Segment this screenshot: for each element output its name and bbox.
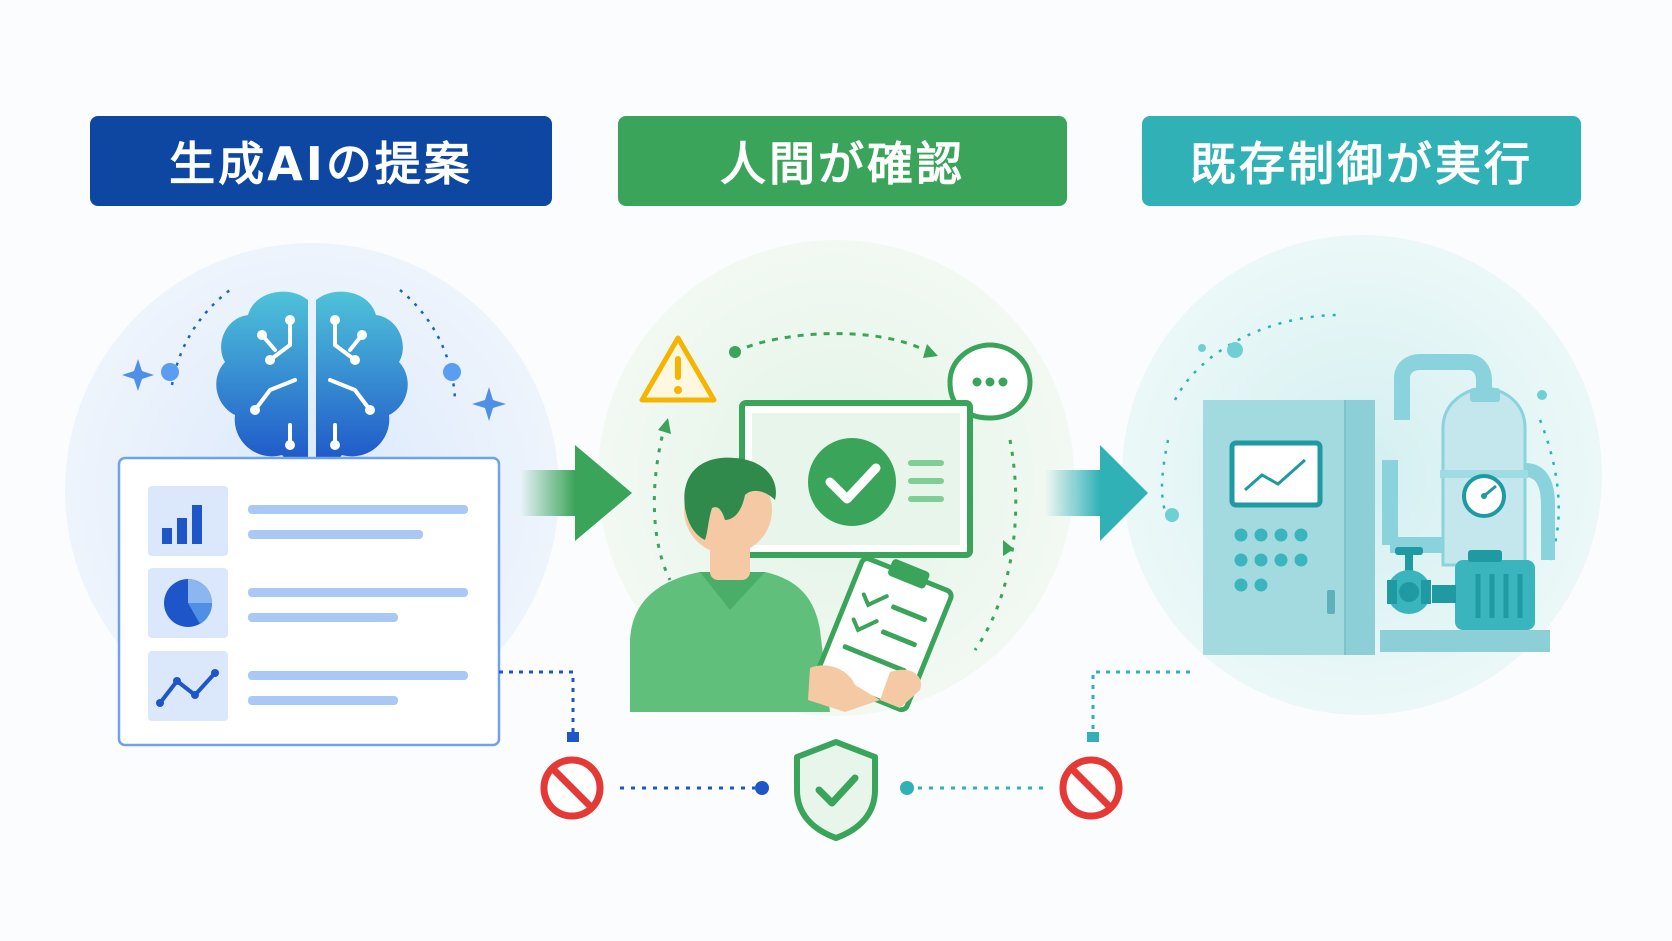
link-dot xyxy=(900,781,914,795)
warning-icon xyxy=(639,335,717,403)
link-dot xyxy=(755,781,769,795)
bar-chart-icon xyxy=(162,505,202,544)
brain-circuit-icon xyxy=(216,291,408,466)
flow-arrow-1 xyxy=(520,445,632,541)
control-panel-icon xyxy=(1203,400,1375,655)
clipboard-checklist-icon xyxy=(808,556,954,713)
stage-label-control-execution: 既存制御が実行 xyxy=(1142,116,1581,206)
orbit-dot xyxy=(1165,508,1179,522)
review-cycle-arc-right xyxy=(973,439,1018,651)
connector-terminal xyxy=(1087,732,1099,742)
review-cycle-arc-left xyxy=(652,424,672,581)
connector-right xyxy=(1091,670,1190,740)
check-circle-icon xyxy=(808,438,896,526)
shield-check-icon xyxy=(794,739,878,841)
orbit-dot-right xyxy=(443,363,461,381)
machine-orbit-left xyxy=(1160,439,1170,521)
sparkle-icon xyxy=(122,359,154,391)
pressure-gauge-icon xyxy=(1462,474,1506,518)
connector-terminal xyxy=(567,732,579,742)
orbit-dot xyxy=(1198,344,1206,352)
pie-chart-icon xyxy=(164,579,213,627)
stage-label-ai-proposal: 生成AIの提案 xyxy=(90,116,552,206)
orbit-dot xyxy=(1537,390,1547,400)
report-row-line xyxy=(148,651,468,721)
cycle-dot xyxy=(729,346,741,358)
review-monitor xyxy=(739,400,973,558)
report-row-bar xyxy=(148,486,468,556)
cycle-arrowhead xyxy=(1003,540,1014,556)
cycle-arrowhead xyxy=(658,418,671,434)
orbit-dot xyxy=(1227,342,1243,358)
stage-label-human-review: 人間が確認 xyxy=(618,116,1067,206)
orbit-dot-left xyxy=(161,363,179,381)
brain-orbit-right xyxy=(399,289,457,401)
connector-left xyxy=(499,670,575,740)
sparkle-icon xyxy=(472,387,506,421)
flow-arrow-2 xyxy=(1045,445,1148,541)
person-reviewer-icon xyxy=(630,457,830,712)
cycle-arrowhead xyxy=(923,344,938,358)
prohibited-icon xyxy=(1059,756,1123,820)
report-row-pie xyxy=(148,568,468,638)
line-chart-icon xyxy=(156,669,219,707)
prohibited-icon xyxy=(540,756,604,820)
pump-motor-icon xyxy=(1380,547,1550,652)
